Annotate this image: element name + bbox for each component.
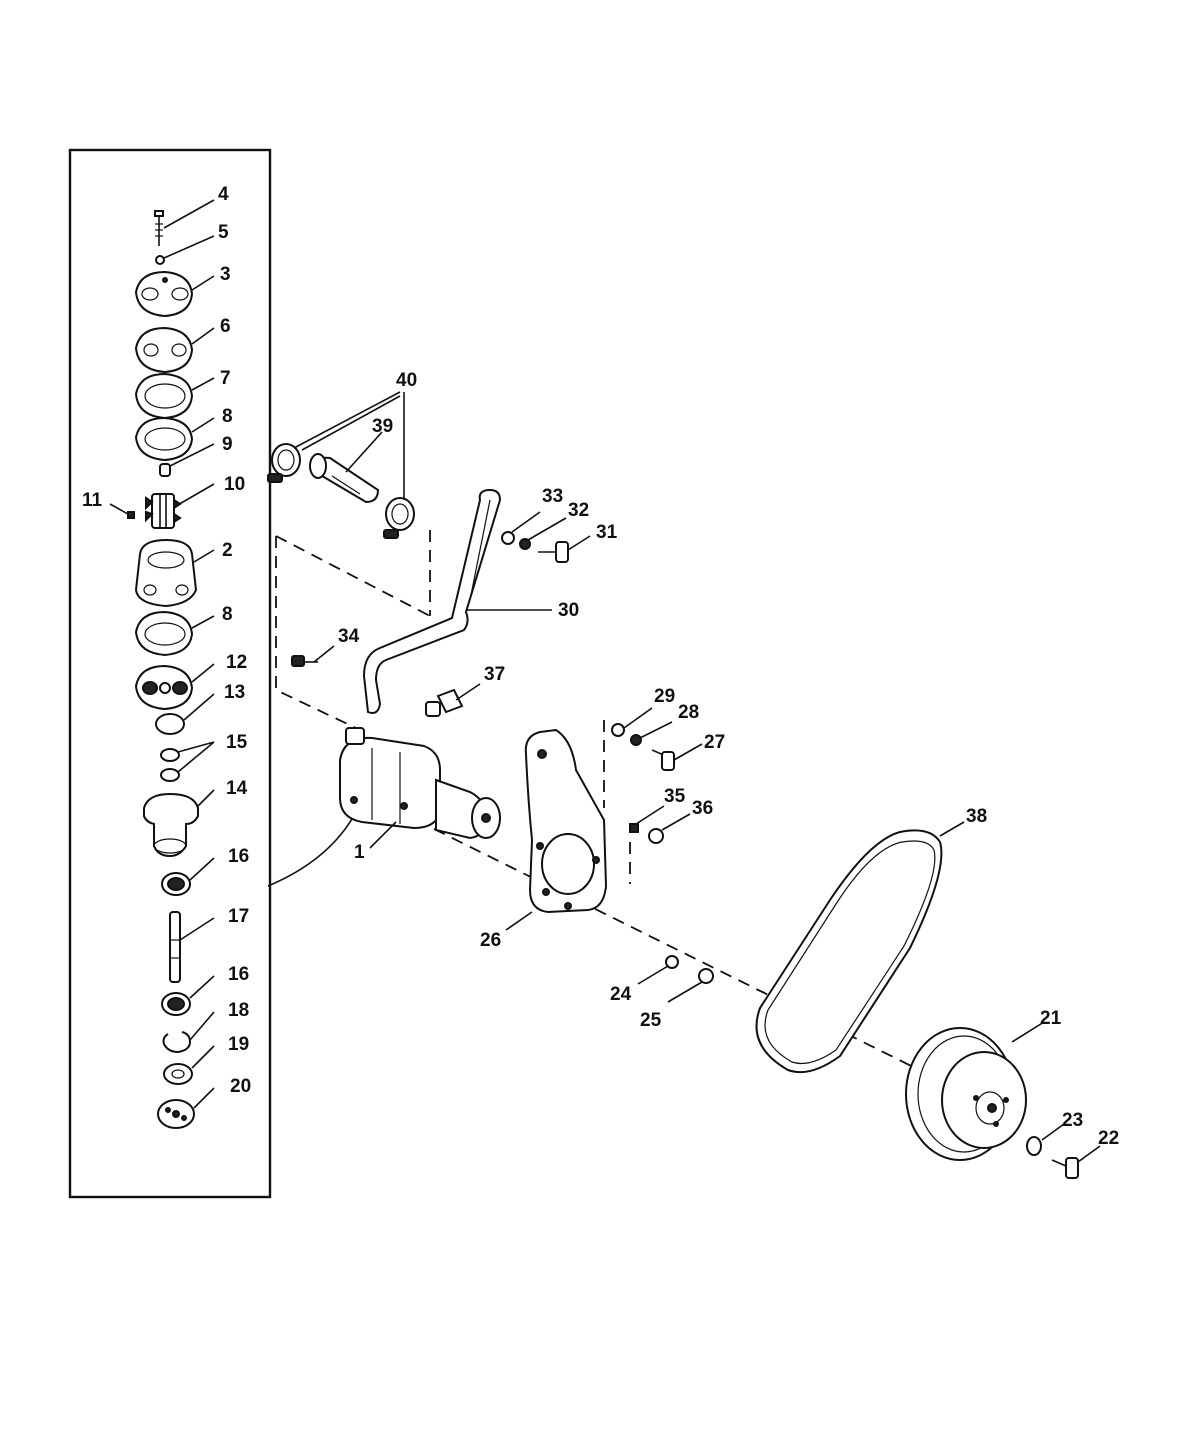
part-12-wear-plate	[134, 664, 194, 711]
part-21-pulley	[905, 1027, 1027, 1161]
part-10-impeller	[145, 493, 182, 529]
part-30-brace	[362, 488, 502, 714]
callout-15: 15	[226, 732, 248, 753]
callout-20: 20	[230, 1076, 251, 1097]
callout-10: 10	[224, 474, 245, 495]
callout-29: 29	[654, 686, 675, 707]
part-24-lock-washer	[665, 955, 679, 969]
part-3-cover	[134, 270, 194, 318]
part-20-hub	[157, 1099, 195, 1129]
part-23-washer	[1026, 1136, 1042, 1156]
part-18-snap-ring	[162, 1031, 192, 1054]
part-35-washer	[629, 823, 639, 833]
part-36-nut	[648, 828, 664, 844]
callout-28: 28	[678, 702, 699, 723]
callout-8-lower: 8	[222, 604, 233, 625]
callout-22: 22	[1098, 1128, 1119, 1149]
part-15-seal-lower	[160, 768, 180, 782]
callout-31: 31	[596, 522, 618, 543]
main-leader-lines	[301, 395, 1101, 1163]
part-16-bearing-lower	[161, 992, 191, 1016]
callout-4: 4	[218, 184, 229, 205]
part-33-washer	[501, 531, 515, 545]
callout-40: 40	[396, 370, 417, 391]
part-14-bearing-housing	[143, 792, 199, 858]
part-6-plate	[134, 326, 194, 374]
callout-5: 5	[218, 222, 229, 243]
part-31-screw	[538, 541, 569, 563]
part-8-gasket-upper	[134, 416, 194, 462]
callout-19: 19	[228, 1034, 249, 1055]
callout-9: 9	[222, 434, 233, 455]
inset-leader-lines	[109, 199, 215, 1109]
part-16-bearing-upper	[161, 872, 191, 896]
callout-18: 18	[228, 1000, 249, 1021]
part-39-hose	[309, 453, 380, 504]
callout-16-lower: 16	[228, 964, 249, 985]
callout-32: 32	[568, 500, 589, 521]
callout-8-upper: 8	[222, 406, 233, 427]
assembly-dashed-lines	[275, 530, 1001, 1111]
part-26-bracket	[524, 728, 608, 914]
part-32-lock-washer	[519, 538, 531, 550]
part-27-screw	[651, 749, 675, 771]
callout-39: 39	[372, 416, 393, 437]
callout-21: 21	[1040, 1008, 1062, 1029]
callout-27: 27	[704, 732, 725, 753]
part-22-screw	[1051, 1157, 1079, 1179]
part-34-screw	[291, 655, 318, 667]
part-28-lock-washer	[630, 734, 642, 746]
part-40-hose-clamp-right	[383, 497, 415, 539]
callout-14: 14	[226, 778, 248, 799]
callout-25: 25	[640, 1010, 662, 1031]
callout-11: 11	[82, 490, 103, 511]
callout-34: 34	[338, 626, 360, 647]
part-38-belt	[755, 829, 943, 1074]
callout-26: 26	[480, 930, 501, 951]
callout-30: 30	[558, 600, 579, 621]
part-1-water-pump	[339, 727, 501, 840]
callout-23: 23	[1062, 1110, 1083, 1131]
callout-36: 36	[692, 798, 713, 819]
part-4-bolt	[154, 210, 164, 246]
callout-1: 1	[354, 842, 365, 863]
part-13-o-ring	[155, 713, 185, 735]
callout-2: 2	[222, 540, 233, 561]
part-7-gasket	[134, 372, 194, 420]
part-17-shaft	[169, 911, 181, 983]
part-11-set-screw	[127, 511, 135, 519]
part-5-washer	[155, 255, 165, 265]
callout-33: 33	[542, 486, 563, 507]
part-37-fitting	[425, 688, 464, 717]
callout-35: 35	[664, 786, 686, 807]
callout-17: 17	[228, 906, 249, 927]
callout-6: 6	[220, 316, 231, 337]
part-25-nut	[698, 968, 714, 984]
callout-37: 37	[484, 664, 505, 685]
part-40-hose-clamp-left	[267, 443, 301, 483]
callout-3: 3	[220, 264, 231, 285]
inset-connector-curve	[267, 811, 357, 887]
part-9-key	[159, 463, 171, 477]
part-2-housing	[134, 538, 198, 608]
callout-7: 7	[220, 368, 231, 389]
part-15-seal-upper	[160, 748, 180, 762]
part-8-gasket-lower	[134, 610, 194, 657]
callout-24: 24	[610, 984, 632, 1005]
inset-frame	[68, 148, 272, 1199]
callout-12: 12	[226, 652, 247, 673]
callout-13: 13	[224, 682, 245, 703]
callout-38: 38	[966, 806, 987, 827]
part-19-spacer	[163, 1063, 193, 1085]
callout-16-upper: 16	[228, 846, 249, 867]
part-29-washer	[611, 723, 625, 737]
